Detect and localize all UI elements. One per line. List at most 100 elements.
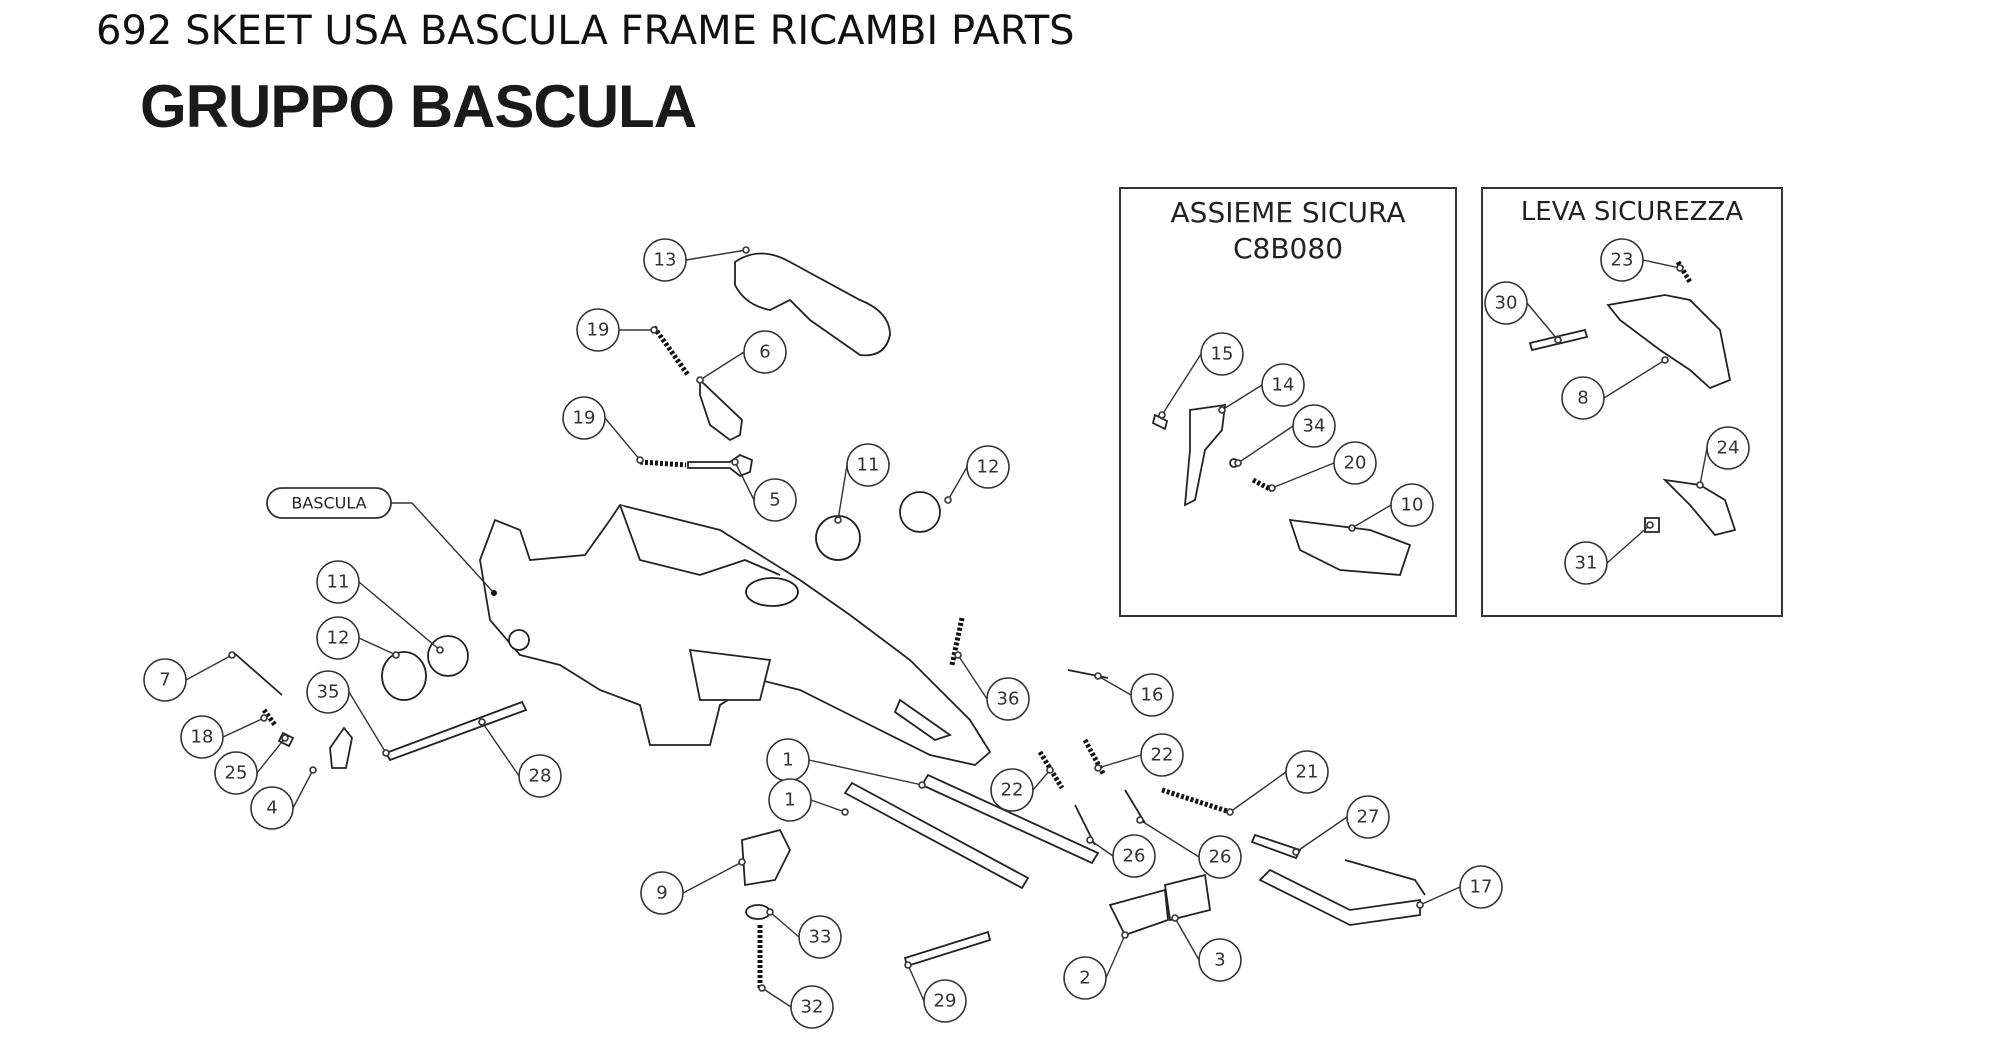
callout-dot	[1661, 356, 1669, 364]
callout-leader	[1139, 819, 1200, 858]
callout-leader	[837, 464, 848, 521]
callout-circle	[576, 308, 620, 352]
callout-circle	[518, 754, 562, 798]
callout-number: 4	[266, 798, 277, 819]
spring-part-18	[261, 708, 278, 727]
callout-dot	[478, 718, 486, 726]
callout-dot	[1121, 931, 1129, 939]
callout-number: 7	[159, 670, 170, 691]
callout-leader	[1351, 504, 1392, 529]
callout-circle	[1346, 795, 1390, 839]
callout-leader	[1174, 917, 1200, 961]
callout-c11a: 11	[834, 443, 890, 524]
callout-c10: 10	[1348, 483, 1434, 532]
callout-c22b: 22	[1094, 733, 1184, 777]
callout-c2: 2	[1063, 931, 1129, 1000]
callout-number: 11	[327, 572, 350, 593]
callout-circle	[1112, 834, 1156, 878]
callout-leader	[481, 721, 520, 777]
spring-part-19b	[639, 459, 687, 468]
callout-c7: 7	[143, 651, 236, 702]
callout-circle	[923, 979, 967, 1023]
callout-c35: 35	[306, 670, 390, 757]
callout-c6: 6	[696, 330, 787, 384]
callout-leader	[761, 987, 792, 1008]
callout-circle	[214, 751, 258, 795]
callout-dot	[1348, 524, 1356, 532]
callout-leader	[185, 654, 233, 681]
callout-dot	[436, 646, 444, 654]
callout-leader	[1105, 934, 1126, 979]
callout-circle	[316, 560, 360, 604]
callout-circle	[1130, 673, 1174, 717]
callout-c17: 17	[1416, 865, 1503, 909]
callout-number: 20	[1344, 453, 1367, 474]
callout-number: 13	[654, 250, 677, 271]
callout-c26b: 26	[1136, 816, 1242, 879]
screw-part-36	[949, 617, 965, 666]
callout-dot	[228, 651, 236, 659]
callout-dot	[731, 458, 739, 466]
callout-dot	[738, 858, 746, 866]
callout-leader	[222, 717, 265, 738]
callout-circle	[180, 715, 224, 759]
callout-number: 6	[759, 342, 770, 363]
callout-c1a: 1	[766, 738, 926, 789]
callout-number: 24	[1717, 438, 1740, 459]
callout-dot	[834, 516, 842, 524]
callout-c18: 18	[180, 714, 268, 759]
callout-number: 36	[997, 689, 1020, 710]
callout-number: 12	[977, 457, 1000, 478]
callout-circle	[753, 478, 797, 522]
svg-text:BASCULA: BASCULA	[291, 494, 366, 513]
callout-circle	[562, 396, 606, 440]
page-title: 692 SKEET USA BASCULA FRAME RICAMBI PART…	[96, 8, 1075, 54]
callout-leader	[1603, 359, 1666, 399]
callout-circle	[1292, 404, 1336, 448]
callout-c15: 15	[1158, 332, 1244, 419]
callout-circle	[1390, 483, 1434, 527]
callout-leader	[1419, 886, 1461, 906]
callout-c1b: 1	[768, 778, 849, 822]
callout-number: 32	[801, 997, 824, 1018]
callout-c12b: 12	[316, 616, 400, 660]
callout-circle	[846, 443, 890, 487]
spring-part-21	[1161, 787, 1231, 815]
callout-number: 1	[782, 750, 793, 771]
callout-c16: 16	[1094, 672, 1174, 717]
callout-circle	[986, 677, 1030, 721]
callout-dot	[1234, 459, 1242, 467]
top-lever-part-13	[734, 252, 891, 357]
callout-c36: 36	[954, 651, 1030, 721]
callout-leader	[1161, 353, 1202, 416]
callout-number: 16	[1141, 685, 1164, 706]
block-part-9	[741, 828, 792, 887]
callout-c3: 3	[1171, 914, 1242, 982]
callout-dot	[1136, 816, 1144, 824]
callout-dot	[954, 651, 962, 659]
callout-circle	[990, 768, 1034, 812]
slide-part-10	[1288, 518, 1412, 576]
callout-c19b: 19	[562, 396, 644, 464]
callout-number: 30	[1495, 293, 1518, 314]
callout-circle	[1063, 956, 1107, 1000]
spring-part-22b	[1082, 738, 1107, 777]
inset-safety-title-line2: C8B080	[1233, 232, 1343, 265]
callout-c32: 32	[758, 984, 834, 1029]
callout-leader	[947, 466, 968, 501]
callout-dot	[382, 749, 390, 757]
callout-number: 35	[317, 682, 340, 703]
callout-circle	[640, 871, 684, 915]
callout-leader	[256, 737, 286, 774]
ejector-part-2	[1108, 888, 1169, 937]
callout-c11b: 11	[316, 560, 444, 654]
callout-circle	[643, 238, 687, 282]
callout-number: 26	[1209, 847, 1232, 868]
callout-dot	[309, 766, 317, 774]
callout-dot	[392, 651, 400, 659]
callout-circle	[1484, 281, 1528, 325]
callout-circle	[316, 616, 360, 660]
callout-c14: 14	[1218, 363, 1305, 414]
callout-number: 12	[327, 628, 350, 649]
callout-c23: 23	[1600, 238, 1684, 282]
